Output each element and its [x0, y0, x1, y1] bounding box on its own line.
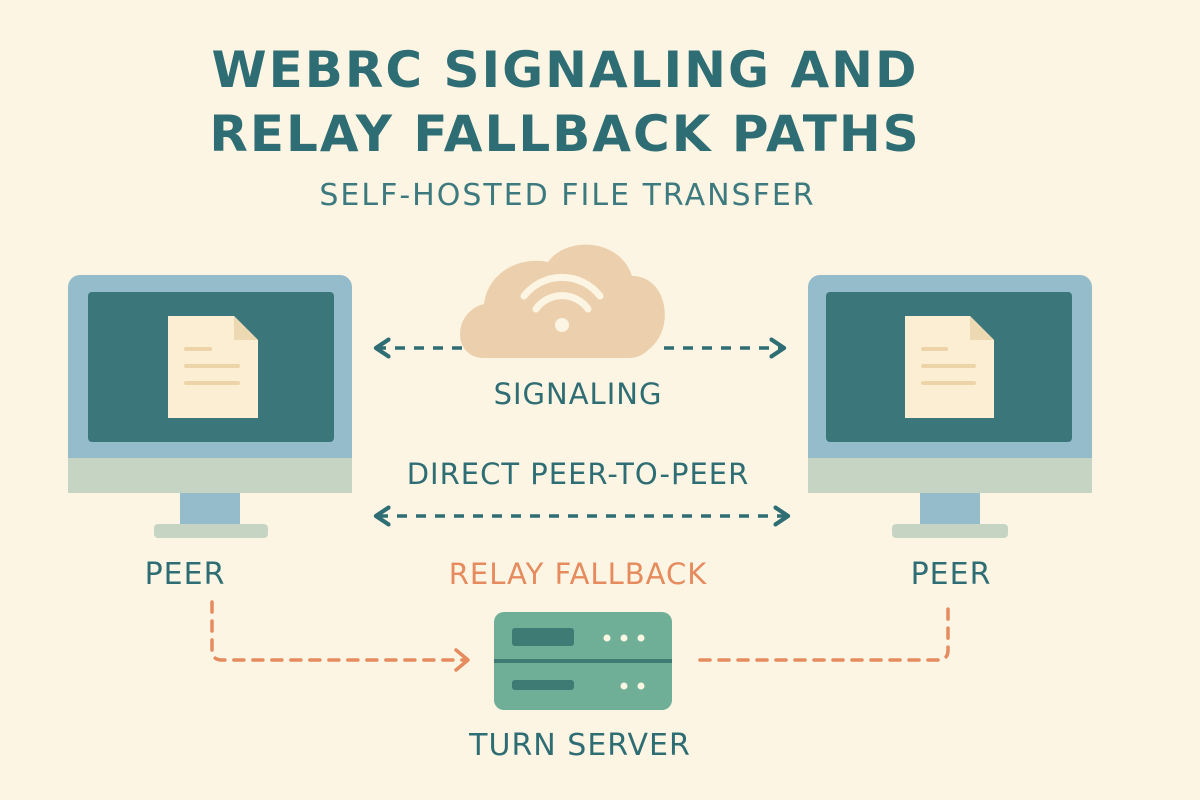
- relay-path-right: [698, 600, 950, 662]
- page-title-line-1: WEBRC SIGNALING AND: [211, 41, 919, 99]
- page-title-line-2: RELAY FALLBACK PATHS: [209, 105, 921, 163]
- turn-server-icon: [494, 612, 672, 710]
- peer-left-monitor-icon: [68, 275, 352, 538]
- relay-path-left: [210, 600, 468, 662]
- peer-left-label: PEER: [144, 557, 226, 592]
- peer-right-label: PEER: [910, 557, 992, 592]
- relay-arrowhead: [454, 648, 470, 672]
- turn-server-label: TURN SERVER: [469, 728, 691, 763]
- relay-fallback-label: RELAY FALLBACK: [448, 557, 708, 591]
- peer-right-monitor-icon: [808, 275, 1092, 538]
- document-icon: [905, 316, 994, 418]
- direct-p2p-label: DIRECT PEER-TO-PEER: [406, 457, 750, 491]
- document-icon: [168, 316, 258, 418]
- cloud-wifi-icon: [460, 244, 665, 358]
- signaling-label: SIGNALING: [493, 377, 663, 411]
- page-subtitle: SELF-HOSTED FILE TRANSFER: [319, 178, 816, 213]
